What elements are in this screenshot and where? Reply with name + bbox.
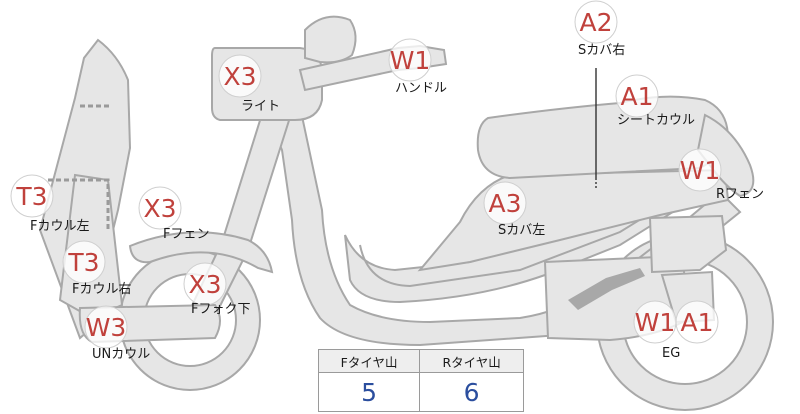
svg-text:Rフェン: Rフェン (716, 187, 764, 202)
marker-un-cowl: W3 UNカウル (84, 305, 150, 362)
svg-text:ライト: ライト (241, 99, 280, 114)
marker-s-cover-left: A3 Sカバ左 (483, 181, 545, 238)
svg-text:UNカウル: UNカウル (92, 347, 150, 362)
svg-text:Sカバ左: Sカバ左 (498, 223, 545, 238)
svg-text:Fカウル左: Fカウル左 (30, 219, 89, 234)
marker-s-cover-right: A2 Sカバ右 (574, 0, 625, 58)
front-tire-header: Fタイヤ山 (317, 349, 421, 373)
floor-panel (344, 173, 702, 304)
svg-text:W3: W3 (86, 313, 127, 342)
marker-engine: W1 A1 EG (633, 300, 719, 361)
tread-header-row: Fタイヤ山 Rタイヤ山 (317, 349, 524, 373)
marker-seat-cowl: A1 シートカウル (615, 74, 695, 128)
marker-light: X3 ライト (218, 54, 280, 114)
svg-text:W1: W1 (390, 46, 431, 75)
svg-text:Fフォク下: Fフォク下 (191, 302, 250, 317)
marker-f-fork-lower: X3 Fフォク下 (183, 262, 250, 317)
marker-f-cowl-right: T3 Fカウル右 (62, 240, 131, 297)
tread-value-row: 5 6 (317, 372, 524, 412)
svg-text:シートカウル: シートカウル (617, 113, 695, 128)
rear-tire-header: Rタイヤ山 (419, 349, 524, 373)
svg-text:W1: W1 (680, 156, 721, 185)
svg-text:ハンドル: ハンドル (395, 81, 447, 96)
marker-f-fender: X3 Fフェン (138, 186, 209, 242)
svg-text:Fフェン: Fフェン (163, 227, 209, 242)
svg-text:W1: W1 (635, 308, 676, 337)
svg-text:Fカウル右: Fカウル右 (72, 282, 131, 297)
svg-text:Sカバ右: Sカバ右 (578, 43, 625, 58)
svg-text:A3: A3 (488, 189, 521, 218)
seat-cowl-shape (476, 95, 730, 180)
marker-handle: W1 ハンドル (388, 38, 447, 96)
marker-f-cowl-left: T3 Fカウル左 (10, 174, 89, 234)
marker-r-fender: W1 Rフェン (678, 148, 764, 202)
svg-text:T3: T3 (67, 248, 99, 277)
svg-text:A1: A1 (620, 82, 653, 111)
cowl-divider-middle (48, 178, 110, 232)
svg-text:T3: T3 (15, 182, 47, 211)
svg-text:X3: X3 (143, 194, 176, 223)
mirror (304, 15, 357, 64)
floor-inner-line (359, 189, 689, 288)
svg-text:A2: A2 (579, 8, 612, 37)
svg-text:EG: EG (662, 346, 680, 361)
svg-text:X3: X3 (223, 62, 256, 91)
front-fender-shape (128, 231, 274, 274)
svg-text:A1: A1 (680, 308, 713, 337)
front-tire-value: 5 (317, 372, 421, 412)
rear-fender-shape (696, 113, 755, 198)
tire-tread-table: Fタイヤ山 Rタイヤ山 5 6 (317, 349, 524, 412)
svg-text:X3: X3 (188, 270, 221, 299)
rear-tire-value: 6 (419, 372, 524, 412)
